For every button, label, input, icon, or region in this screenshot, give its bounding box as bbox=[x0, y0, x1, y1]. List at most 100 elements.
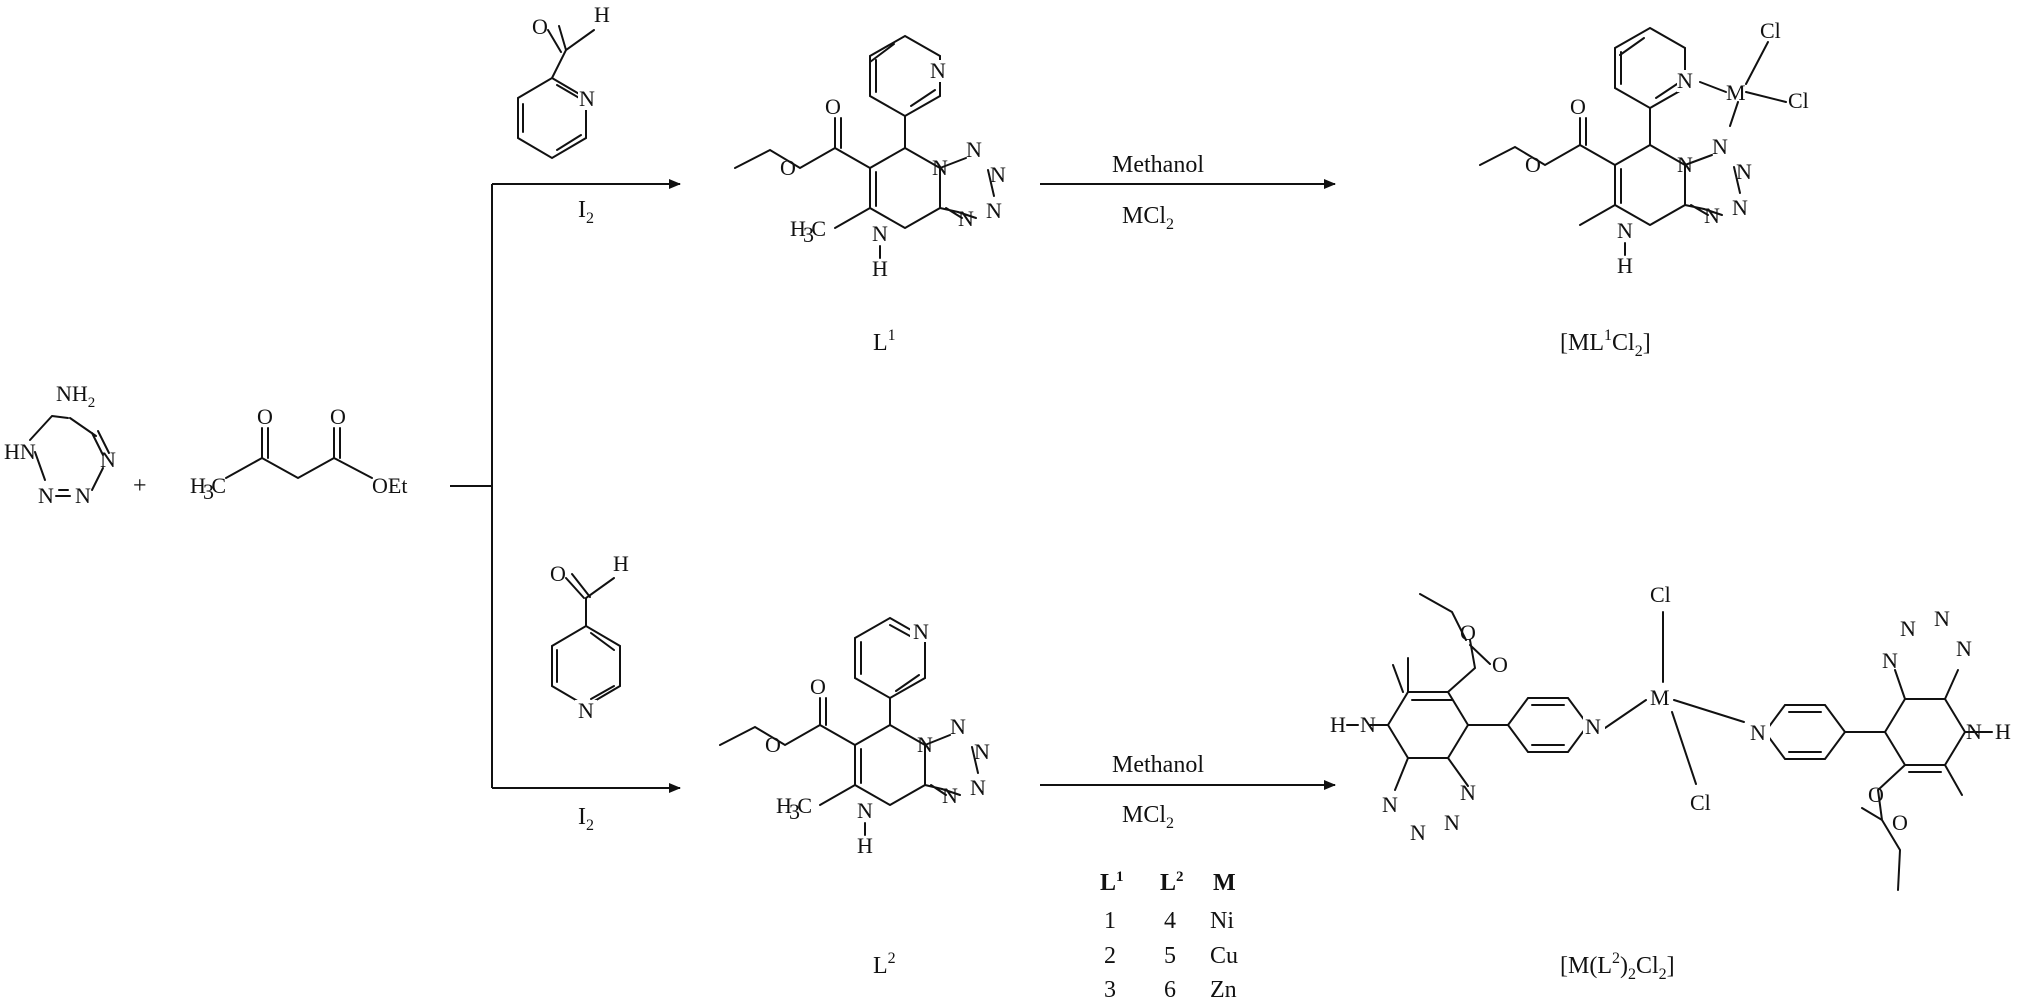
tetrazole-n2: N bbox=[38, 483, 54, 508]
ethyl-acetoacetate: O O H C 3 OEt bbox=[190, 404, 407, 504]
label-complex2: [M(L2)2Cl2] bbox=[1560, 950, 1675, 983]
pyridine-n-bottom: N bbox=[578, 698, 594, 723]
c2-cl-top: Cl bbox=[1650, 582, 1671, 607]
h3c-label: H C bbox=[190, 473, 226, 498]
table-cell: Zn bbox=[1210, 977, 1237, 1001]
l1-n1: N bbox=[932, 155, 948, 180]
c2-left-n3: N bbox=[1444, 810, 1460, 835]
table-cell: 5 bbox=[1164, 943, 1176, 969]
c2-right-pyridine-n: N bbox=[1750, 720, 1766, 745]
aldehyde-h-bottom: H bbox=[613, 551, 629, 576]
c2-left-nh-n: N bbox=[1360, 712, 1376, 737]
numbering-table: L1 L2 M 1 4 Ni 2 5 Cu 3 6 Zn bbox=[1100, 869, 1238, 1001]
c2-left-n4: N bbox=[1460, 780, 1476, 805]
c1-n1: N bbox=[1677, 152, 1693, 177]
l2-n4: N bbox=[970, 775, 986, 800]
c2-right-carbonyl-o: O bbox=[1868, 782, 1884, 807]
l2-n1: N bbox=[917, 732, 933, 757]
l2-h3c: H C bbox=[776, 793, 812, 818]
pyridine-4-carbaldehyde: O H N bbox=[550, 551, 629, 723]
plus-sign: + bbox=[133, 473, 147, 499]
l1-h3c-sub: 3 bbox=[803, 222, 814, 247]
c1-cl-a: Cl bbox=[1760, 18, 1781, 43]
l1-nh-h: H bbox=[872, 256, 888, 281]
c2-right-n3: N bbox=[1934, 606, 1950, 631]
l1-ester-o: O bbox=[780, 155, 796, 180]
table-cell: 6 bbox=[1164, 977, 1176, 1001]
l2-h3c-sub: 3 bbox=[789, 799, 800, 824]
metal-salt-top: MCl2 bbox=[1122, 203, 1174, 233]
aldehyde-h-top: H bbox=[594, 2, 610, 27]
table-header-l2: L2 bbox=[1160, 869, 1184, 896]
aldehyde-o-top: O bbox=[532, 14, 548, 39]
c1-pyridine-n: N bbox=[1677, 68, 1693, 93]
label-complex1: [ML1Cl2] bbox=[1560, 327, 1651, 360]
iodine-bottom: I2 bbox=[578, 804, 594, 834]
c1-n3: N bbox=[1736, 159, 1752, 184]
c1-nh-h: H bbox=[1617, 253, 1633, 278]
l1-pyridine-n: N bbox=[930, 58, 946, 83]
table-cell: 4 bbox=[1164, 908, 1176, 934]
c1-n5: N bbox=[1704, 203, 1720, 228]
c2-left-ester-o: O bbox=[1460, 620, 1476, 645]
aminotetrazole: NH2 HN N N N bbox=[4, 381, 116, 508]
c1-ester-o: O bbox=[1525, 152, 1541, 177]
nh2-label: NH2 bbox=[56, 381, 95, 411]
l2-nh-h: H bbox=[857, 833, 873, 858]
c1-n4: N bbox=[1732, 195, 1748, 220]
table-header-l1: L1 bbox=[1100, 869, 1124, 896]
c2-right-nh-n: N bbox=[1966, 719, 1982, 744]
tetrazole-n4: N bbox=[100, 447, 116, 472]
l2-nh-n: N bbox=[857, 798, 873, 823]
c2-cl-bottom: Cl bbox=[1690, 790, 1711, 815]
c2-metal: M bbox=[1650, 685, 1670, 710]
l1-nh-n: N bbox=[872, 221, 888, 246]
l2-n2: N bbox=[950, 714, 966, 739]
complex-ml1cl2: N M Cl Cl O O N N N N N N H bbox=[1479, 18, 1809, 278]
l2-pyridine-n: N bbox=[913, 619, 929, 644]
h3c-sub: 3 bbox=[203, 479, 214, 504]
c2-left-pyridine-n: N bbox=[1585, 714, 1601, 739]
l1-n2: N bbox=[966, 137, 982, 162]
l1-n3: N bbox=[990, 162, 1006, 187]
table-cell: Cu bbox=[1210, 943, 1238, 969]
metal-salt-bottom: MCl2 bbox=[1122, 802, 1174, 832]
c1-carbonyl-o: O bbox=[1570, 94, 1586, 119]
aldehyde-o-bottom: O bbox=[550, 561, 566, 586]
l2-carbonyl-o: O bbox=[810, 674, 826, 699]
l1-n4: N bbox=[986, 198, 1002, 223]
l2-n3: N bbox=[974, 739, 990, 764]
ketone-o: O bbox=[257, 404, 273, 429]
c2-left-n1: N bbox=[1382, 792, 1398, 817]
ester-o: O bbox=[330, 404, 346, 429]
table-cell: 2 bbox=[1104, 943, 1116, 969]
c2-right-ester-o: O bbox=[1892, 810, 1908, 835]
c2-left-n2: N bbox=[1410, 820, 1426, 845]
c1-n2: N bbox=[1712, 134, 1728, 159]
l1-h3c: H C bbox=[790, 216, 826, 241]
table-header-m: M bbox=[1213, 870, 1236, 896]
label-l2: L2 bbox=[873, 950, 896, 979]
tetrazole-n3: N bbox=[75, 483, 91, 508]
pyridine-2-carbaldehyde: O H N bbox=[517, 2, 610, 160]
c2-left-nh-h: H bbox=[1330, 712, 1346, 737]
solvent-bottom: Methanol bbox=[1112, 752, 1204, 778]
l2-n5: N bbox=[942, 783, 958, 808]
complex-ml22cl2: M Cl Cl N O O N H N N N N N O O N H N N … bbox=[1330, 582, 2011, 891]
table-cell: 3 bbox=[1104, 977, 1116, 1001]
c2-left-carbonyl-o: O bbox=[1492, 652, 1508, 677]
pyridine-n-top: N bbox=[579, 86, 595, 111]
solvent-top: Methanol bbox=[1112, 152, 1204, 178]
c1-nh-n: N bbox=[1617, 218, 1633, 243]
c2-right-n2: N bbox=[1900, 616, 1916, 641]
c1-metal: M bbox=[1726, 80, 1746, 105]
hn-label: HN bbox=[4, 439, 36, 464]
oet-label: OEt bbox=[372, 473, 407, 498]
ligand-l2: N O O N N N N N N H H C 3 bbox=[719, 616, 990, 858]
l1-n5: N bbox=[958, 206, 974, 231]
ligand-l1: N O O N N N N N N H H C 3 bbox=[734, 34, 1006, 281]
c2-right-n4: N bbox=[1956, 636, 1972, 661]
iodine-top: I2 bbox=[578, 197, 594, 227]
c2-right-nh-h: H bbox=[1995, 719, 2011, 744]
